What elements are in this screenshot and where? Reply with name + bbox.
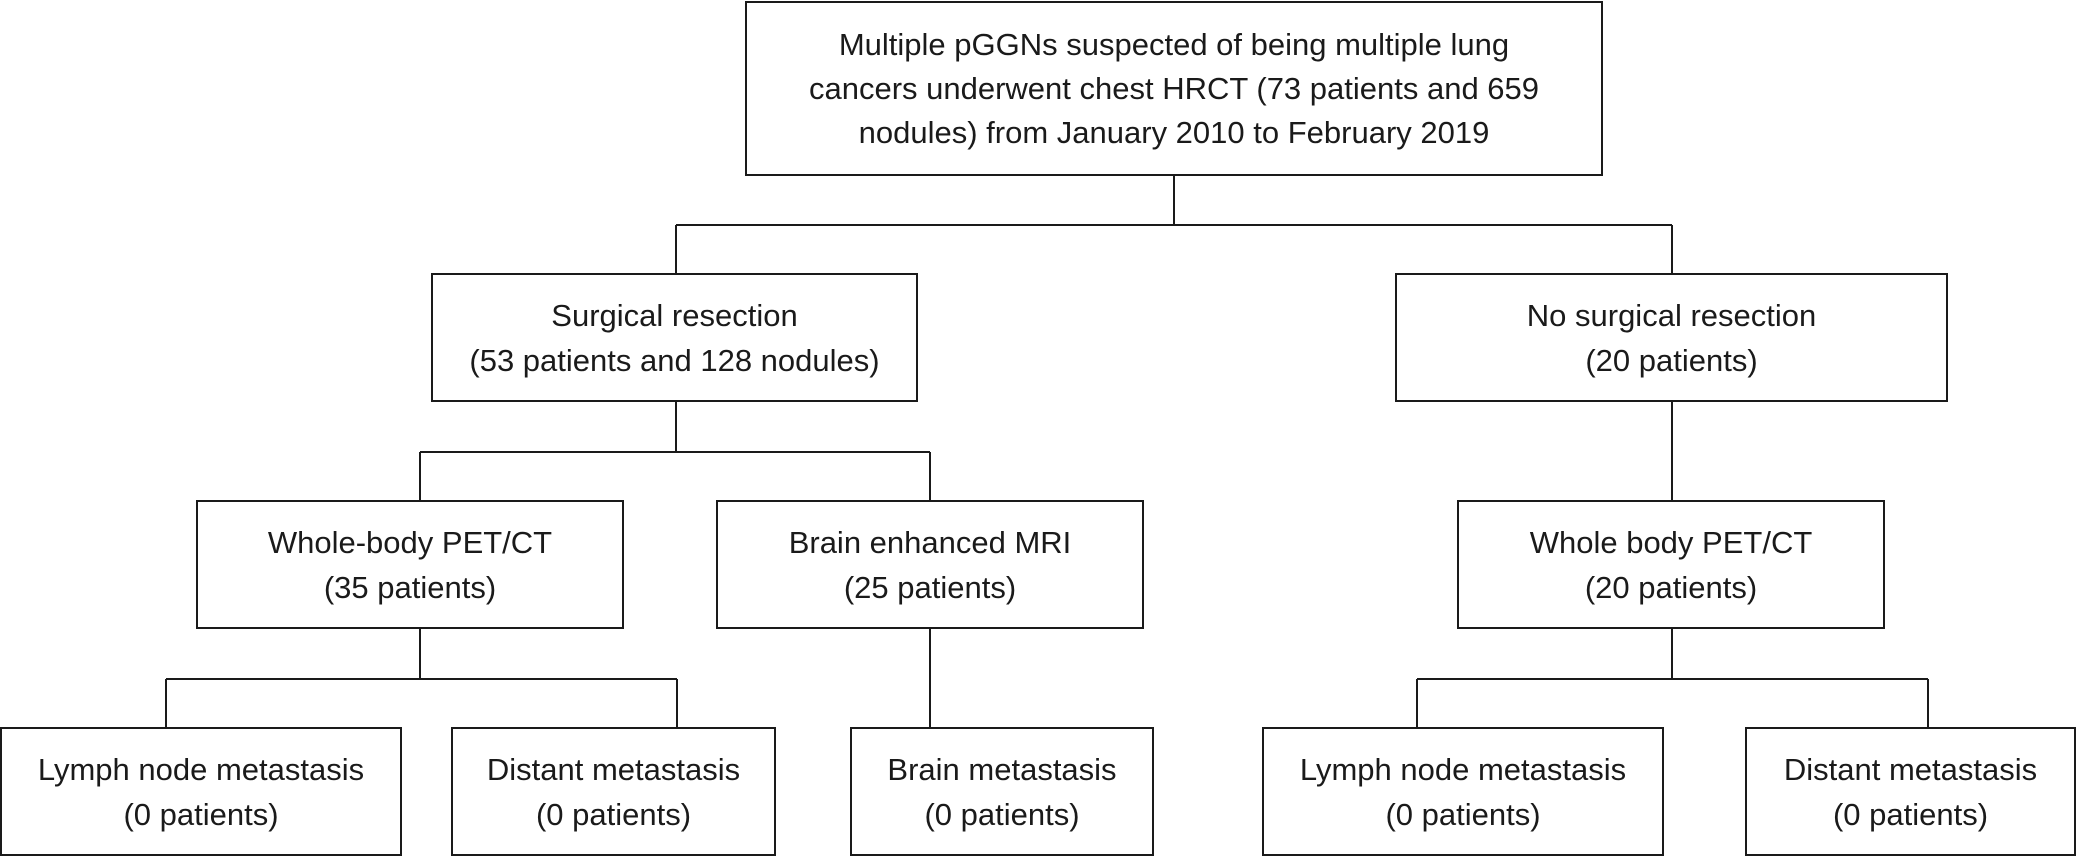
node-text-line-2: cancers underwent chest HRCT (73 patient… xyxy=(808,70,1540,106)
node-detail: (0 patients) xyxy=(924,796,1080,832)
node-detail: (20 patients) xyxy=(1585,342,1758,378)
node-title: Lymph node metastasis xyxy=(1299,751,1627,787)
node-title: Whole-body PET/CT xyxy=(267,524,553,560)
node-lymph-node-metastasis-no-surgical: Lymph node metastasis (0 patients) xyxy=(1262,727,1664,856)
node-detail: (0 patients) xyxy=(1385,796,1541,832)
node-whole-body-pet-ct-surgical: Whole-body PET/CT (35 patients) xyxy=(196,500,624,629)
node-detail: (35 patients) xyxy=(323,569,497,605)
node-surgical-resection: Surgical resection (53 patients and 128 … xyxy=(431,273,918,402)
node-title: Brain enhanced MRI xyxy=(788,524,1072,560)
node-title: Distant metastasis xyxy=(486,751,741,787)
node-distant-metastasis-surgical: Distant metastasis (0 patients) xyxy=(451,727,776,856)
node-no-surgical-resection: No surgical resection (20 patients) xyxy=(1395,273,1948,402)
node-title: Whole body PET/CT xyxy=(1529,524,1813,560)
node-detail: (0 patients) xyxy=(535,796,692,832)
node-brain-enhanced-mri: Brain enhanced MRI (25 patients) xyxy=(716,500,1144,629)
node-title: Distant metastasis xyxy=(1783,751,2038,787)
node-detail: (53 patients and 128 nodules) xyxy=(469,342,880,378)
node-title: Lymph node metastasis xyxy=(37,751,365,787)
node-text-line-1: Multiple pGGNs suspected of being multip… xyxy=(838,26,1510,62)
node-detail: (20 patients) xyxy=(1584,569,1758,605)
node-lymph-node-metastasis-surgical: Lymph node metastasis (0 patients) xyxy=(0,727,402,856)
node-distant-metastasis-no-surgical: Distant metastasis (0 patients) xyxy=(1745,727,2076,856)
node-title: Brain metastasis xyxy=(887,751,1117,787)
node-title: Surgical resection xyxy=(551,297,798,333)
node-title: No surgical resection xyxy=(1526,297,1817,333)
node-brain-metastasis: Brain metastasis (0 patients) xyxy=(850,727,1154,856)
node-detail: (25 patients) xyxy=(843,569,1017,605)
node-detail: (0 patients) xyxy=(123,796,279,832)
node-chest-hrct-cohort: Multiple pGGNs suspected of being multip… xyxy=(745,1,1603,176)
node-text-line-3: nodules) from January 2010 to February 2… xyxy=(858,114,1490,150)
node-detail: (0 patients) xyxy=(1832,796,1989,832)
node-whole-body-pet-ct-no-surgical: Whole body PET/CT (20 patients) xyxy=(1457,500,1885,629)
